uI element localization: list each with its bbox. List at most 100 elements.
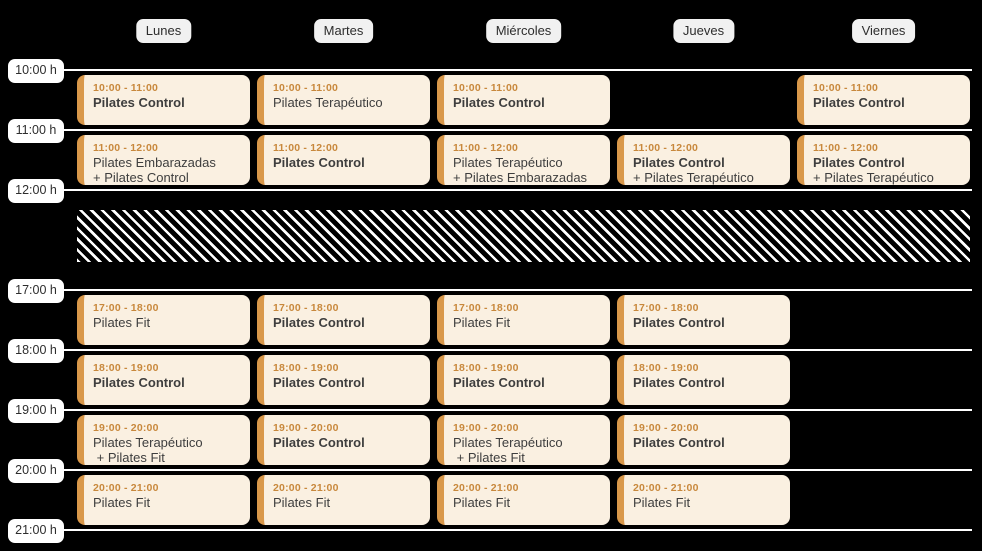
hour-gridline	[30, 289, 972, 291]
event-class-name: Pilates Fit	[453, 315, 511, 330]
event-class-name: Pilates Control	[453, 95, 545, 110]
event-class-name: Pilates Fit	[93, 495, 151, 510]
event-time-range: 11:00 - 12:00	[813, 142, 879, 154]
event-class-name: Pilates Fit	[93, 315, 151, 330]
time-label: 20:00 h	[8, 459, 64, 483]
event-time-range: 11:00 - 12:00	[93, 142, 159, 154]
event-class-name: Pilates Terapéutico	[93, 435, 203, 450]
day-header-5: Viernes	[851, 19, 916, 43]
event-class-name: Pilates Fit	[453, 495, 511, 510]
event-class-name: Pilates Terapéutico	[453, 155, 563, 170]
time-label: 12:00 h	[8, 179, 64, 203]
hour-gridline	[30, 529, 972, 531]
event-time-range: 19:00 - 20:00	[273, 422, 339, 434]
event-class-name: Pilates Control	[813, 155, 905, 170]
time-label: 10:00 h	[8, 59, 64, 83]
event-time-range: 10:00 - 11:00	[453, 82, 519, 94]
event-time-range: 10:00 - 11:00	[93, 82, 159, 94]
event-time-range: 20:00 - 21:00	[93, 482, 159, 494]
event-class-name: Pilates Terapéutico	[453, 435, 563, 450]
day-header-4: Jueves	[672, 19, 735, 43]
hour-gridline	[30, 409, 972, 411]
event-class-name: + Pilates Terapéutico	[813, 169, 934, 185]
time-label: 18:00 h	[8, 339, 64, 363]
time-label: 17:00 h	[8, 279, 64, 303]
event-time-range: 17:00 - 18:00	[633, 302, 699, 314]
event-class-name: Pilates Control	[273, 375, 365, 390]
event-time-range: 18:00 - 19:00	[453, 362, 519, 374]
event-time-range: 10:00 - 11:00	[273, 82, 339, 94]
event-time-range: 18:00 - 19:00	[633, 362, 699, 374]
closed-hours-hatch-band	[77, 210, 970, 262]
event-class-name: Pilates Control	[273, 435, 365, 450]
day-header-3: Miércoles	[485, 19, 562, 43]
event-time-range: 19:00 - 20:00	[453, 422, 519, 434]
event-class-name: Pilates Control	[633, 155, 725, 170]
event-time-range: 20:00 - 21:00	[633, 482, 699, 494]
event-time-range: 17:00 - 18:00	[93, 302, 159, 314]
event-class-name: Pilates Control	[633, 435, 725, 450]
event-time-range: 11:00 - 12:00	[273, 142, 339, 154]
event-class-name: Pilates Control	[633, 375, 725, 390]
hour-gridline	[30, 69, 972, 71]
event-class-name: + Pilates Embarazadas	[453, 169, 588, 185]
event-time-range: 20:00 - 21:00	[453, 482, 519, 494]
hour-gridline	[30, 349, 972, 351]
event-time-range: 18:00 - 19:00	[273, 362, 339, 374]
time-label: 11:00 h	[8, 119, 64, 143]
event-class-name: Pilates Embarazadas	[93, 155, 216, 170]
event-time-range: 11:00 - 12:00	[633, 142, 699, 154]
event-time-range: 19:00 - 20:00	[633, 422, 699, 434]
event-class-name: + Pilates Fit	[93, 449, 165, 465]
event-class-name: Pilates Control	[93, 375, 185, 390]
event-time-range: 11:00 - 12:00	[453, 142, 519, 154]
event-time-range: 20:00 - 21:00	[273, 482, 339, 494]
event-class-name: + Pilates Terapéutico	[633, 169, 754, 185]
event-time-range: 19:00 - 20:00	[93, 422, 159, 434]
event-class-name: Pilates Control	[453, 375, 545, 390]
event-class-name: Pilates Control	[93, 95, 185, 110]
event-class-name: + Pilates Fit	[453, 449, 525, 465]
event-class-name: Pilates Control	[273, 315, 365, 330]
event-class-name: Pilates Fit	[633, 495, 691, 510]
hour-gridline	[30, 129, 972, 131]
event-class-name: Pilates Control	[273, 155, 365, 170]
event-time-range: 18:00 - 19:00	[93, 362, 159, 374]
time-label: 19:00 h	[8, 399, 64, 423]
event-time-range: 10:00 - 11:00	[813, 82, 879, 94]
time-label: 21:00 h	[8, 519, 64, 543]
event-time-range: 17:00 - 18:00	[453, 302, 519, 314]
hour-gridline	[30, 189, 972, 191]
event-class-name: + Pilates Control	[93, 169, 189, 185]
event-class-name: Pilates Fit	[273, 495, 331, 510]
event-time-range: 17:00 - 18:00	[273, 302, 339, 314]
hour-gridline	[30, 469, 972, 471]
event-class-name: Pilates Control	[633, 315, 725, 330]
